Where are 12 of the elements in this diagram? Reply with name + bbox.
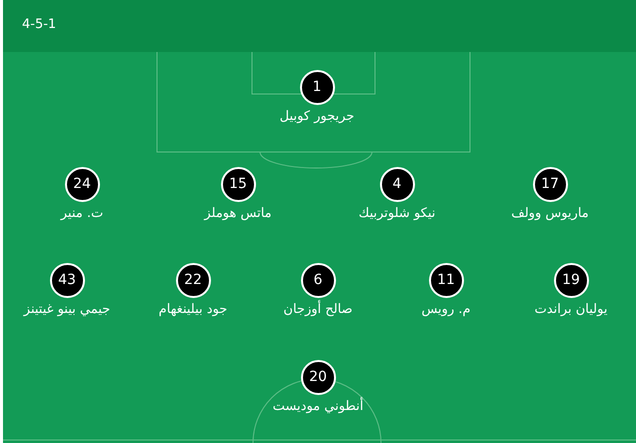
formation-label: 4-5-1: [22, 17, 56, 32]
player-name: جود بيلينغهام: [158, 302, 228, 317]
player-name: ماتس هوملز: [204, 206, 272, 221]
player-name: م. رويس: [421, 302, 471, 317]
player-name: صالح أوزجان: [283, 302, 353, 317]
player-name: ماريوس وولف: [511, 206, 589, 221]
player-name: جريجور كوبيل: [280, 109, 354, 124]
player-name: ت. منير: [60, 206, 104, 221]
player-name: يوليان براندت: [534, 302, 608, 317]
player-name: نيكو شلوتربيك: [358, 206, 436, 221]
player-name: أنطوني موديست: [272, 399, 364, 414]
player-name: جيمي بينو غيتينز: [24, 302, 110, 317]
